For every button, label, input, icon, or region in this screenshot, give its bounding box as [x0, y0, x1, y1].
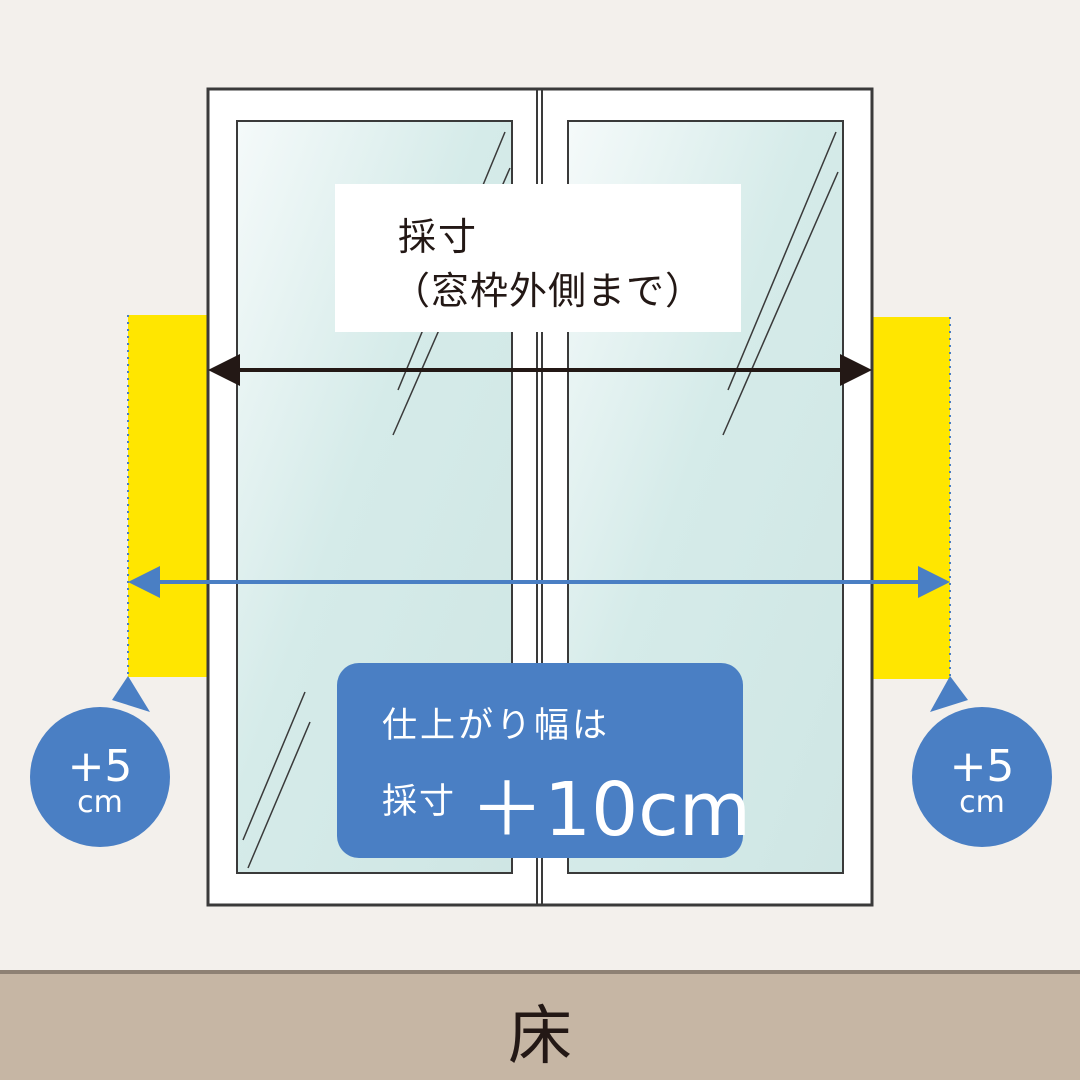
right-pane-reflections	[722, 131, 839, 436]
result-label-prefix: 採寸	[382, 782, 457, 822]
left-badge-plus: +5	[67, 741, 133, 792]
floor	[0, 970, 1080, 1080]
measure-label-note: （窓枠外側まで）	[392, 269, 705, 313]
finished-width-arrow	[128, 566, 950, 598]
left-extension-zone	[128, 315, 208, 677]
floor-label: 床	[508, 1000, 572, 1074]
right-badge-plus: +5	[949, 741, 1015, 792]
left-badge	[30, 676, 170, 847]
result-label-heading: 仕上がり幅は	[382, 706, 611, 746]
result-label-box	[337, 663, 743, 858]
measure-label-title: 採寸	[398, 215, 479, 259]
measure-label-box	[335, 184, 741, 332]
right-extension-zone	[872, 317, 950, 679]
measurement-arrow	[208, 354, 872, 386]
result-label-value: ＋10cm	[470, 767, 751, 853]
right-badge-unit: cm	[959, 785, 1005, 820]
left-badge-unit: cm	[77, 785, 123, 820]
right-badge	[912, 676, 1052, 847]
